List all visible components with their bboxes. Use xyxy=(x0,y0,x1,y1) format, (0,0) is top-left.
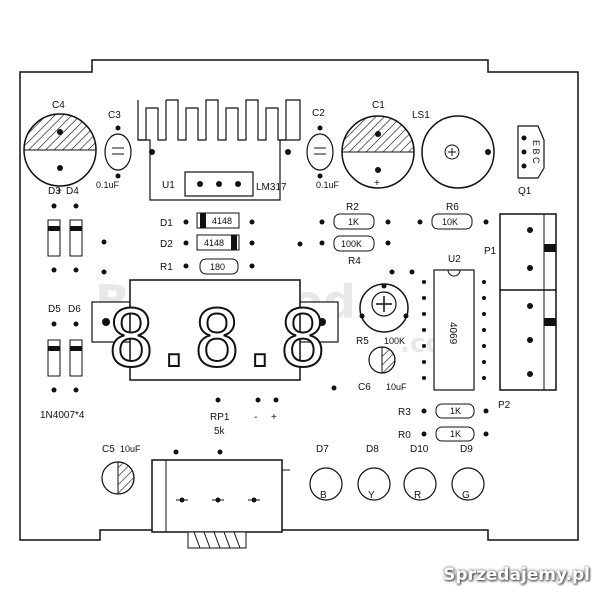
value-r3: 1K xyxy=(450,406,461,416)
value-rp1: 5k xyxy=(214,426,226,437)
label-c2: C2 xyxy=(312,108,325,119)
leds: D7 B D8 Y D10 R D9 G xyxy=(309,444,485,501)
value-r1: 180 xyxy=(210,262,225,272)
led-g: G xyxy=(462,490,470,501)
label-d10: D10 xyxy=(410,444,429,455)
polarity-c1: + xyxy=(374,178,380,189)
capacitor-c2: C2 0.1uF xyxy=(306,108,340,190)
seven-segment-display: 8.8.8 xyxy=(91,279,339,386)
buzzer-ls1: LS1 xyxy=(412,110,495,189)
label-r1: R1 xyxy=(160,262,173,273)
label-d4: D4 xyxy=(66,186,79,197)
value-c6: 10uF xyxy=(386,382,407,392)
r2-r4-r6: R2 1K 100K R4 R6 10K xyxy=(319,202,489,267)
label-c5: C5 xyxy=(102,444,115,455)
label-d9: D9 xyxy=(460,444,473,455)
led-y: Y xyxy=(368,490,375,501)
label-diode-value: 1N4007*4 xyxy=(40,410,85,421)
diodes-d3-d6: D3 D4 D5 D6 1N4007*4 xyxy=(40,186,85,421)
label-d7: D7 xyxy=(316,444,329,455)
d1-d2-r1: D1 4148 D2 4148 R1 180 xyxy=(160,212,255,275)
value-c3: 0.1uF xyxy=(96,180,120,190)
label-d8: D8 xyxy=(366,444,379,455)
capacitor-c4: C4 + xyxy=(23,100,97,197)
label-r0: R0 xyxy=(398,430,411,441)
label-c6: C6 xyxy=(358,382,371,393)
label-q1: Q1 xyxy=(518,186,532,197)
label-minus: - xyxy=(254,412,257,423)
r3-r0: R3 1K R0 1K xyxy=(398,403,489,442)
label-r5: R5 xyxy=(356,336,369,347)
trimmer-r5: R5 100K xyxy=(356,283,409,347)
label-rp1: RP1 xyxy=(210,412,230,423)
transistor-q1: E B C Q1 xyxy=(517,125,545,197)
value-r4: 100K xyxy=(341,239,362,249)
heatsink xyxy=(137,99,301,201)
board-outline xyxy=(19,59,579,541)
value-c2: 0.1uF xyxy=(316,180,340,190)
capacitor-c3: C3 0.1uF xyxy=(96,110,132,190)
display-digits: 8.8.8 xyxy=(108,295,323,385)
brand-watermark: Sprzedajemy.pl xyxy=(443,565,590,585)
label-c1: C1 xyxy=(372,100,385,111)
polarity-c4: + xyxy=(56,186,62,197)
terminal-p1-p2: P1 P2 xyxy=(484,213,557,411)
led-b: B xyxy=(320,490,327,501)
label-d6: D6 xyxy=(68,304,81,315)
label-r2: R2 xyxy=(346,202,359,213)
label-d2: D2 xyxy=(160,239,173,250)
led-r: R xyxy=(414,490,421,501)
q1-pins: E B C xyxy=(531,140,541,164)
capacitor-c1: C1 + xyxy=(341,100,415,189)
label-d1: D1 xyxy=(160,218,173,229)
label-plus: + xyxy=(271,412,277,423)
label-d3: D3 xyxy=(48,186,61,197)
label-p1: P1 xyxy=(484,246,497,257)
label-p2: P2 xyxy=(498,400,511,411)
label-u1: U1 xyxy=(162,180,175,191)
potentiometer-rp1: RP1 5k - + xyxy=(151,397,290,549)
value-r5: 100K xyxy=(384,336,405,346)
label-lm317: LM317 xyxy=(256,182,287,193)
label-r4: R4 xyxy=(348,256,361,267)
label-u2: U2 xyxy=(448,254,461,265)
value-d1: 4148 xyxy=(212,216,232,226)
value-d2: 4148 xyxy=(204,238,224,248)
value-r0: 1K xyxy=(450,429,461,439)
capacitor-c6: C6 10uF xyxy=(358,346,407,393)
label-c4: C4 xyxy=(52,100,65,111)
label-c3: C3 xyxy=(108,110,121,121)
ic-u2: U2 4069 xyxy=(422,254,486,391)
value-r2: 1K xyxy=(348,217,359,227)
label-r6: R6 xyxy=(446,202,459,213)
value-c5: 10uF xyxy=(120,444,141,454)
label-r3: R3 xyxy=(398,407,411,418)
value-u2: 4069 xyxy=(447,322,458,345)
regulator-u1: U1 LM317 xyxy=(162,171,287,197)
value-r6: 10K xyxy=(442,217,458,227)
pads xyxy=(101,239,415,391)
label-d5: D5 xyxy=(48,304,61,315)
capacitor-c5: C5 10uF xyxy=(101,444,141,495)
label-ls1: LS1 xyxy=(412,110,430,121)
